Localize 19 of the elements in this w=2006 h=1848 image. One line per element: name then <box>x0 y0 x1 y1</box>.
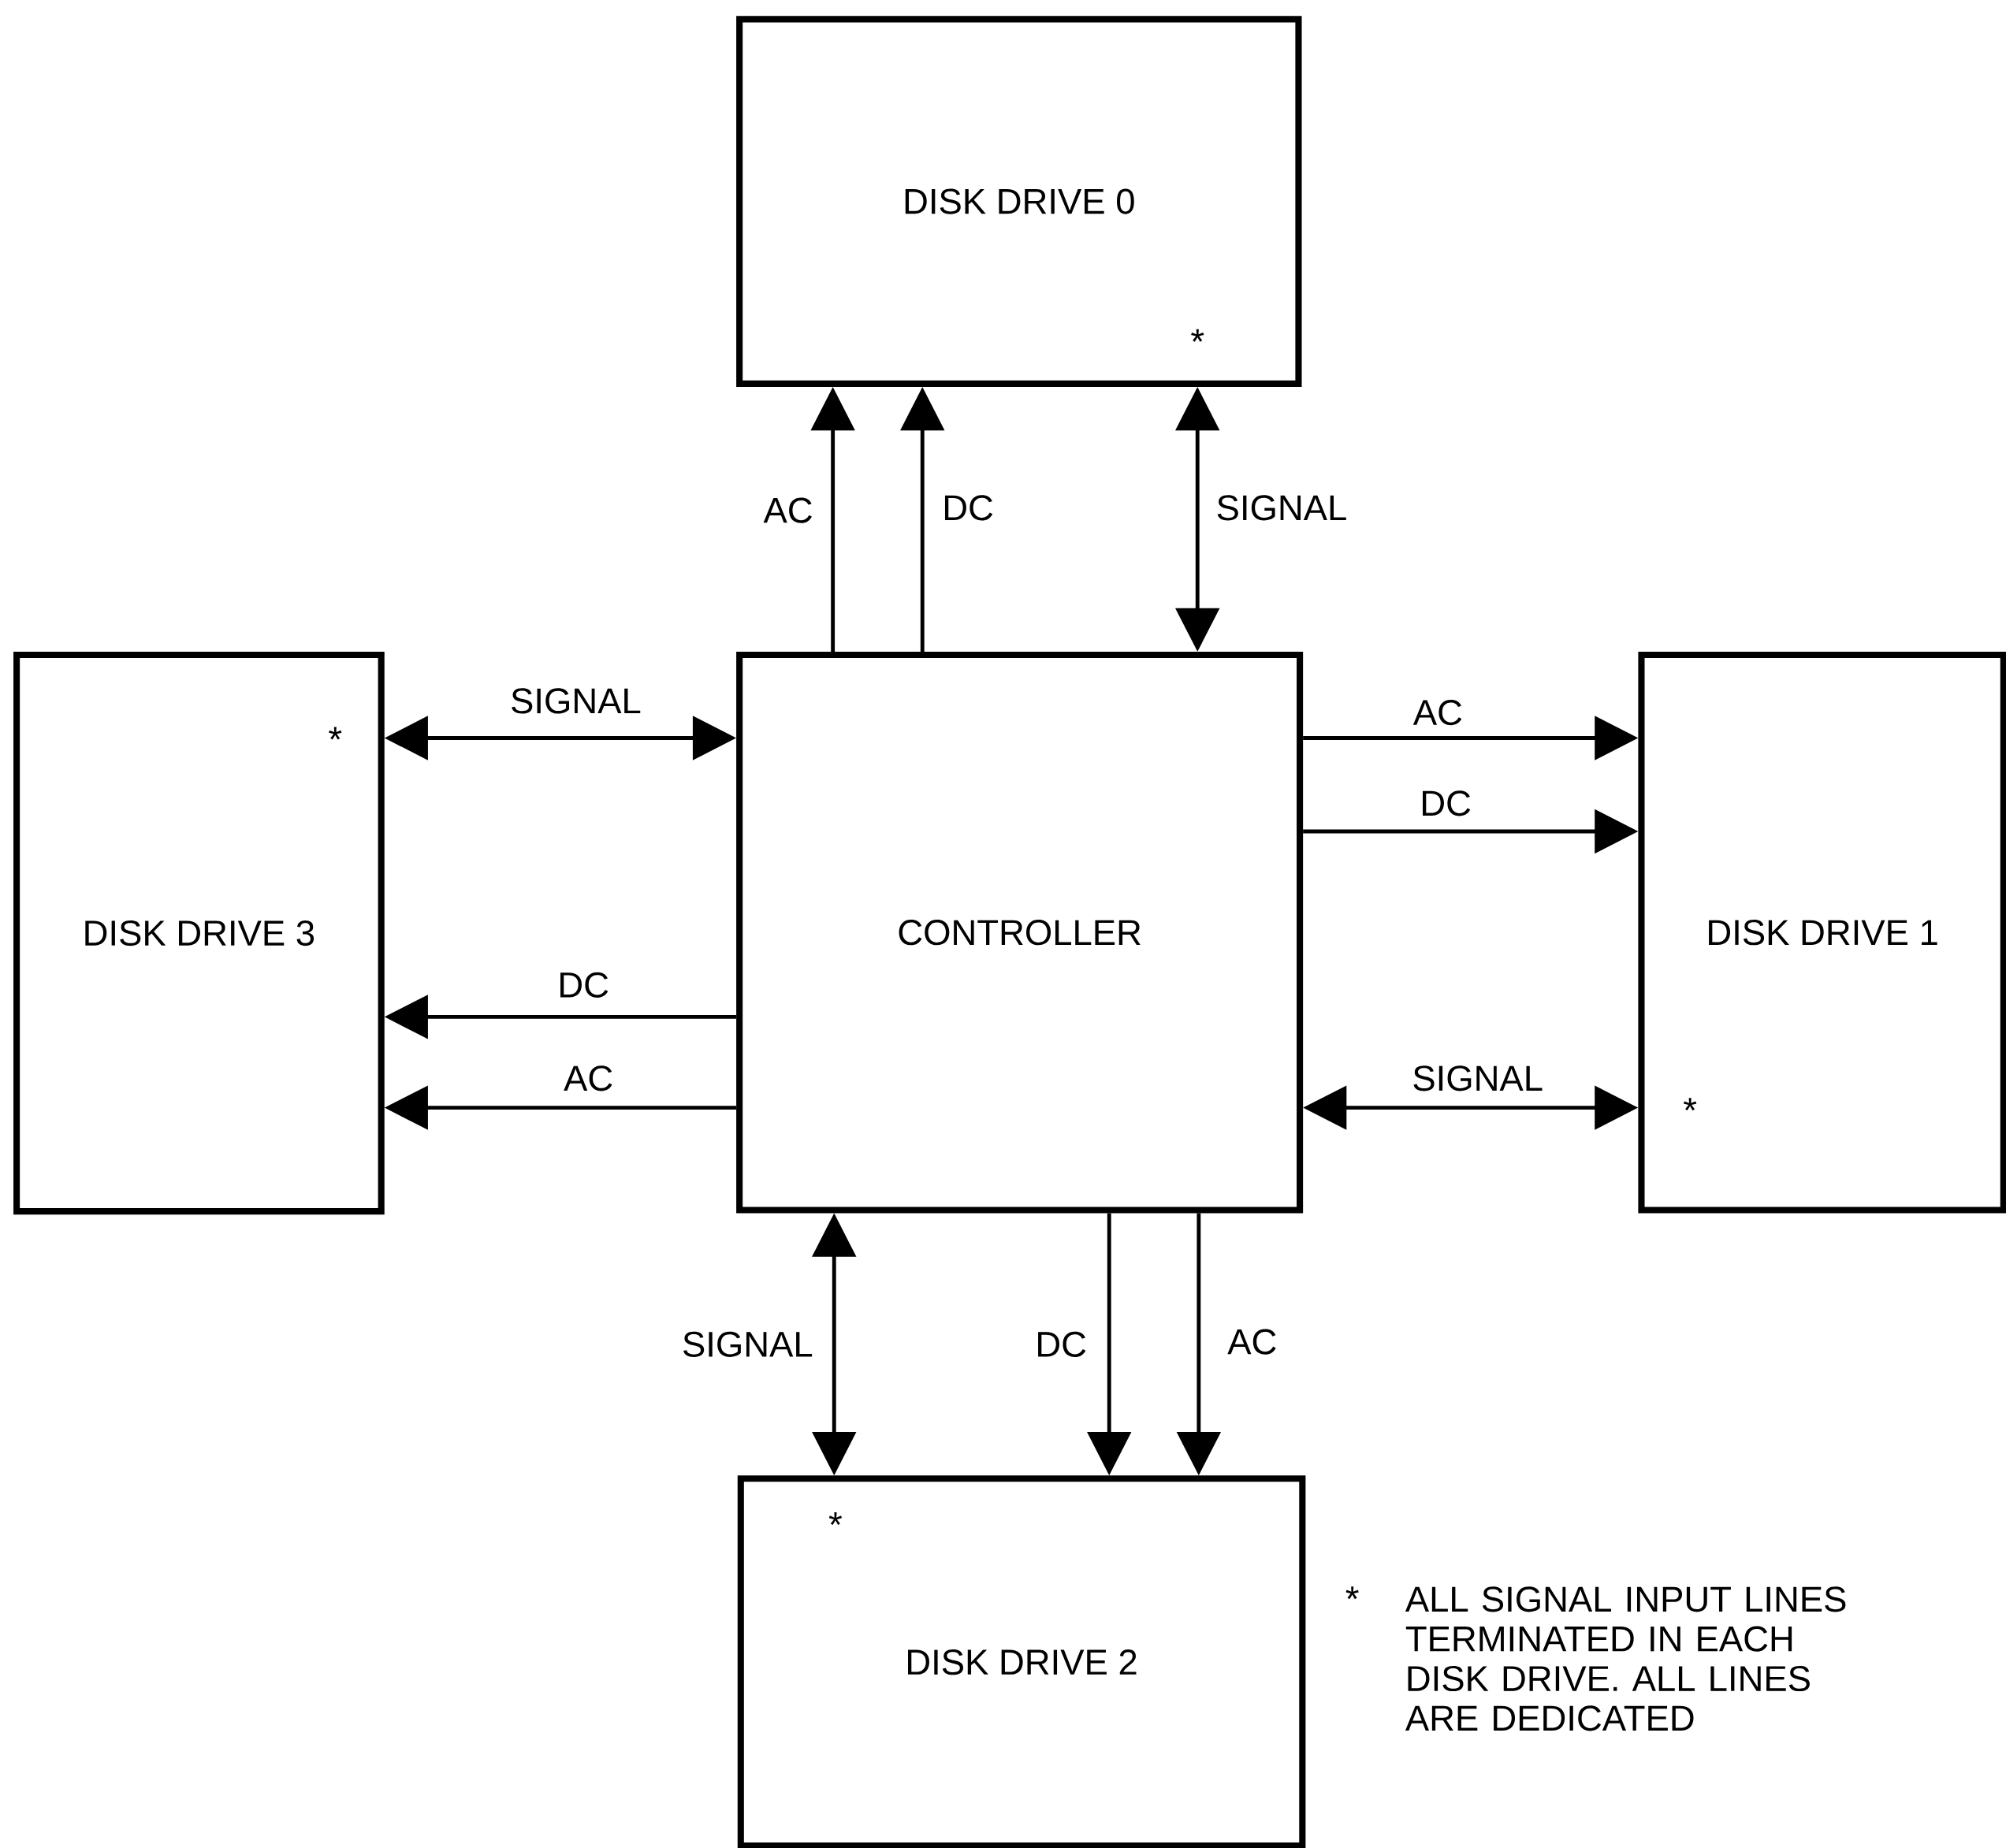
edge-label: SIGNAL <box>1213 492 1350 523</box>
edge-label: DC <box>555 969 612 1000</box>
block-box: CONTROLLER <box>736 651 1304 1214</box>
edge-label: DC <box>1417 787 1475 819</box>
edge-label: SIGNAL <box>1409 1062 1546 1094</box>
footnote-mark: * <box>329 727 342 740</box>
footnote-text: ALL SIGNAL INPUT LINES TERMINATED IN EACH DISK DRIVE. ALL LINES ARE DEDICATED <box>1405 1586 1846 1731</box>
edge-label: SIGNAL <box>679 1329 816 1360</box>
edge-label: AC <box>1410 697 1466 728</box>
footnote-mark: * <box>1345 1586 1359 1599</box>
footnote-mark: * <box>1191 329 1204 342</box>
edge-label: DC <box>940 492 997 523</box>
edge-label: DC <box>1033 1329 1090 1360</box>
footnote-mark: * <box>1684 1098 1697 1110</box>
footnote-mark: * <box>828 1511 843 1525</box>
edge-label: AC <box>560 1062 616 1094</box>
edge-label: SIGNAL <box>507 685 644 716</box>
edge-label: AC <box>761 495 816 526</box>
edge-label: AC <box>1224 1326 1280 1357</box>
